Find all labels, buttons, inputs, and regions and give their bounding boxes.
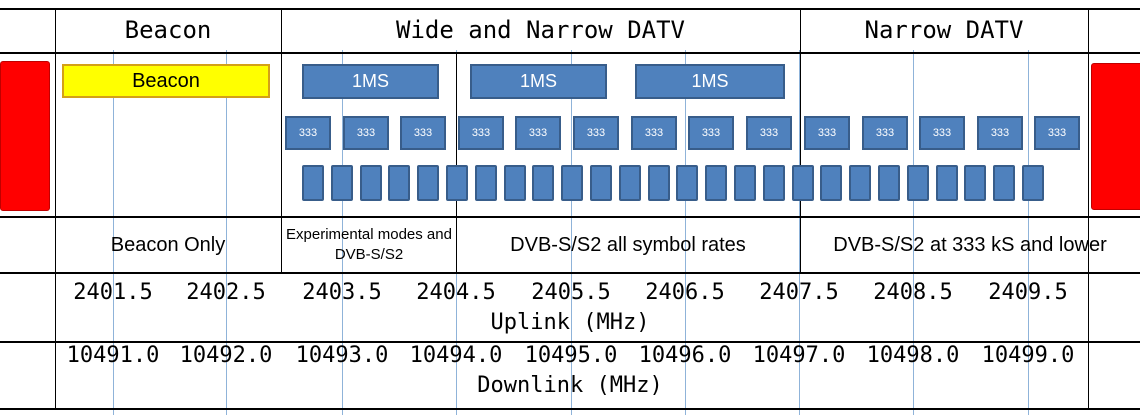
uplink-frequency-row: 2401.5 2402.5 2403.5 2404.5 2405.5 2406.5 2407… bbox=[0, 280, 1140, 310]
uplink-frequency: 2403.5 bbox=[302, 280, 382, 305]
uplink-frequency: 2409.5 bbox=[988, 280, 1068, 305]
narrow-channel-block bbox=[503, 165, 526, 201]
narrow-channel-block bbox=[302, 165, 324, 201]
ms-channel-block: 1MS bbox=[470, 64, 607, 99]
downlink-frequency: 10493.0 bbox=[295, 343, 389, 368]
table-line-header bbox=[0, 52, 1140, 54]
narrow-channel-block bbox=[734, 165, 756, 201]
description-experimental: Experimental modes and DVB-S/S2 bbox=[286, 226, 452, 263]
header-beacon: Beacon bbox=[124, 16, 212, 44]
k333-channel-block: 333 bbox=[862, 116, 908, 150]
table-line-uplink bbox=[0, 341, 1140, 343]
header-narrow-datv: Narrow DATV bbox=[864, 16, 1024, 44]
narrow-channel-block bbox=[993, 165, 1016, 201]
k333-channel-block: 333 bbox=[343, 116, 389, 150]
narrow-channel-block bbox=[446, 165, 468, 201]
guard-band-right bbox=[1091, 63, 1140, 210]
uplink-frequency: 2408.5 bbox=[873, 280, 953, 305]
narrow-channel-block bbox=[705, 165, 728, 201]
k333-channel-block: 333 bbox=[631, 116, 677, 150]
k333-channel-block: 333 bbox=[919, 116, 965, 150]
downlink-frequency: 10497.0 bbox=[752, 343, 846, 368]
downlink-frequency: 10494.0 bbox=[409, 343, 503, 368]
k333-channel-block: 333 bbox=[573, 116, 619, 150]
downlink-frequency-row: 10491.0 10492.0 10493.0 10494.0 10495.0 10496… bbox=[0, 343, 1140, 373]
channel-gridline bbox=[226, 50, 227, 415]
narrow-channel-block bbox=[791, 165, 814, 201]
narrow-channel-block bbox=[330, 165, 353, 201]
uplink-frequency: 2401.5 bbox=[73, 280, 153, 305]
narrow-channel-block bbox=[417, 165, 440, 201]
narrow-channel-block bbox=[849, 165, 872, 201]
column-divider-left bbox=[55, 8, 56, 408]
channel-gridline bbox=[913, 50, 914, 415]
uplink-frequency: 2406.5 bbox=[645, 280, 725, 305]
column-divider-right bbox=[1088, 8, 1089, 408]
narrow-channel-block bbox=[762, 165, 785, 201]
narrow-channel-block bbox=[618, 165, 641, 201]
narrow-channel-block bbox=[878, 165, 900, 201]
narrow-channel-block bbox=[676, 165, 699, 201]
uplink-frequency: 2404.5 bbox=[416, 280, 496, 305]
channel-gridline bbox=[342, 50, 343, 415]
table-line-bottom bbox=[0, 408, 1140, 410]
narrow-channel-block bbox=[474, 165, 497, 201]
guard-band-left bbox=[0, 61, 50, 211]
k333-channel-block: 333 bbox=[688, 116, 734, 150]
column-divider-beacon bbox=[281, 8, 282, 272]
table-line-top bbox=[0, 8, 1140, 10]
ms-channel-block: 1MS bbox=[635, 64, 785, 99]
narrow-channel-block bbox=[590, 165, 612, 201]
uplink-frequency: 2402.5 bbox=[186, 280, 266, 305]
k333-channel-block: 333 bbox=[977, 116, 1023, 150]
ms-channel-block: 1MS bbox=[302, 64, 439, 99]
header-wide-narrow-datv: Wide and Narrow DATV bbox=[396, 16, 685, 44]
downlink-label: Downlink (MHz) bbox=[477, 373, 663, 398]
narrow-channel-block bbox=[561, 165, 584, 201]
narrow-channel-block bbox=[532, 165, 555, 201]
k333-channel-block: 333 bbox=[746, 116, 792, 150]
downlink-frequency: 10499.0 bbox=[981, 343, 1075, 368]
table-line-channels bbox=[0, 216, 1140, 218]
channel-gridline bbox=[571, 50, 572, 415]
k333-channel-block: 333 bbox=[458, 116, 504, 150]
k333-channel-block: 333 bbox=[804, 116, 850, 150]
column-divider-experimental bbox=[456, 52, 457, 272]
narrow-channel-block bbox=[647, 165, 670, 201]
downlink-frequency: 10495.0 bbox=[524, 343, 618, 368]
narrow-channel-block bbox=[359, 165, 382, 201]
k333-channel-block: 333 bbox=[515, 116, 561, 150]
beacon-channel: Beacon bbox=[62, 64, 270, 98]
narrow-channel-block bbox=[935, 165, 958, 201]
channel-gridline bbox=[685, 50, 686, 415]
k333-channel-block: 333 bbox=[1034, 116, 1080, 150]
k333-channel-block: 333 bbox=[400, 116, 446, 150]
narrow-channel-block bbox=[964, 165, 987, 201]
downlink-frequency: 10492.0 bbox=[179, 343, 273, 368]
uplink-frequency: 2405.5 bbox=[531, 280, 611, 305]
table-line-description bbox=[0, 272, 1140, 274]
description-narrow-rates: DVB-S/S2 at 333 kS and lower bbox=[833, 233, 1107, 256]
narrow-channel-block bbox=[1022, 165, 1044, 201]
description-beacon-only: Beacon Only bbox=[110, 233, 226, 256]
uplink-frequency: 2407.5 bbox=[759, 280, 839, 305]
narrow-channel-block bbox=[388, 165, 411, 201]
narrow-channel-block bbox=[820, 165, 843, 201]
description-all-symbol-rates: DVB-S/S2 all symbol rates bbox=[510, 233, 746, 256]
channel-gridline bbox=[1028, 50, 1029, 415]
k333-channel-block: 333 bbox=[285, 116, 331, 150]
column-divider-narrow bbox=[800, 8, 801, 272]
downlink-frequency: 10491.0 bbox=[66, 343, 160, 368]
channel-gridline bbox=[799, 50, 800, 415]
downlink-frequency: 10496.0 bbox=[638, 343, 732, 368]
uplink-label: Uplink (MHz) bbox=[490, 310, 650, 335]
channel-gridline bbox=[113, 50, 114, 415]
downlink-frequency: 10498.0 bbox=[866, 343, 960, 368]
narrow-channel-block bbox=[906, 165, 929, 201]
